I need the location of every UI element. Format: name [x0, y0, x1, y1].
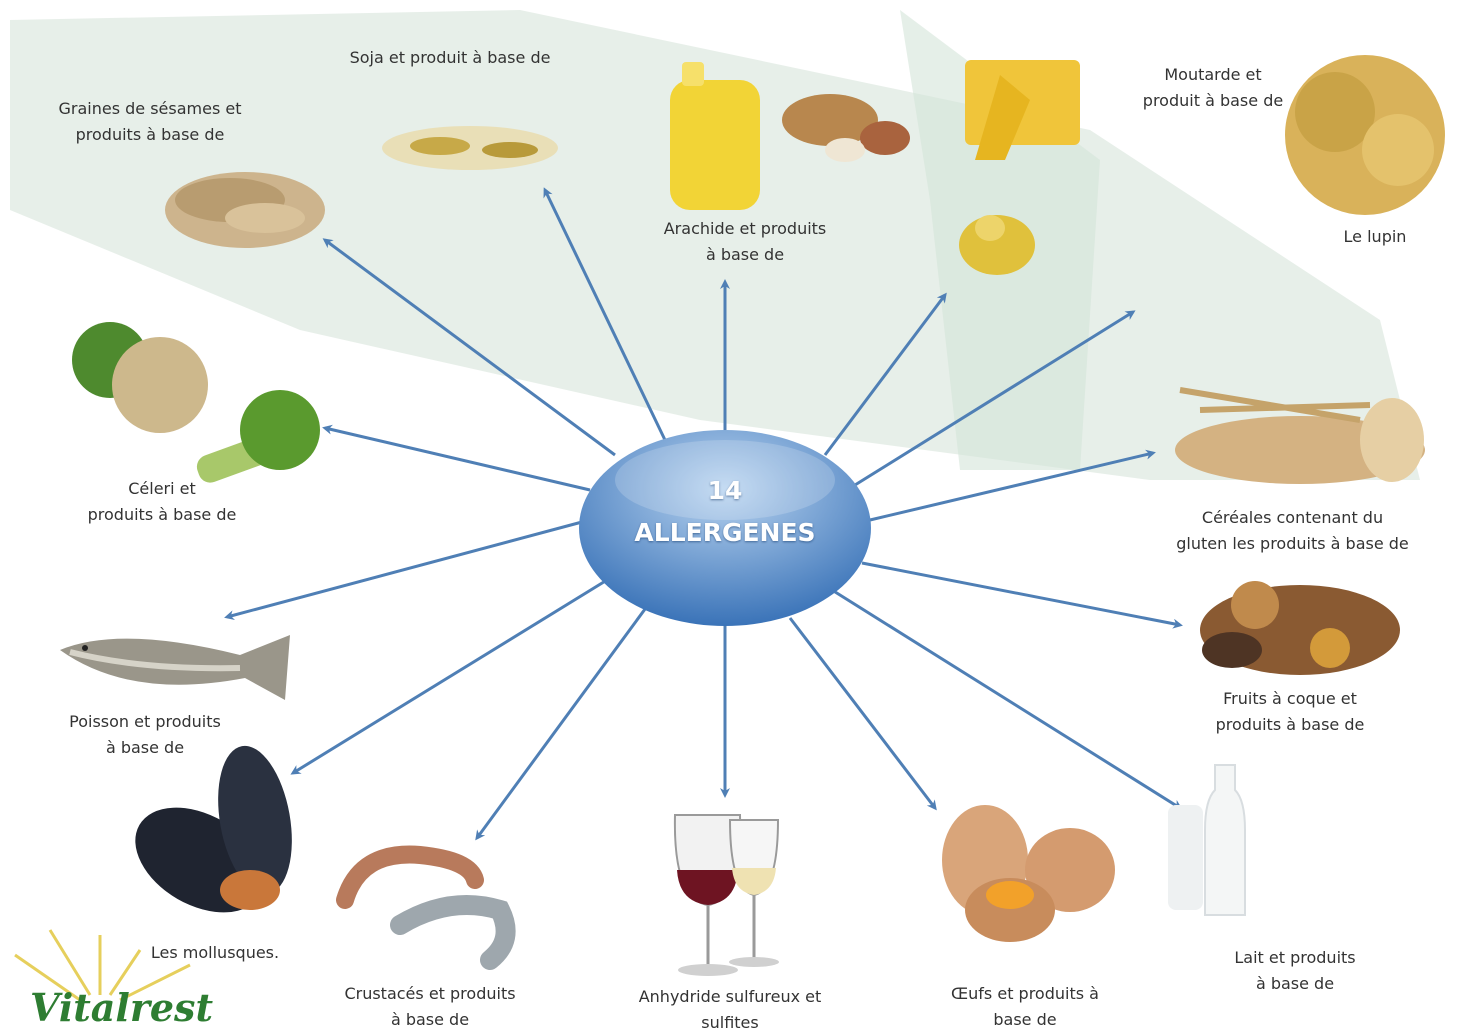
allergen-label-cereales: Céréales contenant du gluten les produit… [1150, 505, 1435, 557]
sesame-seeds-icon [165, 172, 325, 248]
center-word: ALLERGENES [634, 518, 815, 547]
allergen-label-poisson: Poisson et produits à base de [35, 709, 255, 761]
fish-icon [60, 635, 290, 700]
nuts-icon [1200, 581, 1400, 675]
arrow-crustaces [477, 605, 648, 838]
arrow-mollusques [293, 580, 607, 773]
arrow-celeri [325, 428, 590, 490]
shrimp-icon [345, 855, 506, 960]
allergen-label-crustaces: Crustacés et produits à base de [315, 981, 545, 1033]
center-title: 14 ALLERGENES [580, 470, 870, 554]
allergen-label-soja: Soja et produit à base de [320, 45, 580, 71]
wine-glasses-icon [675, 815, 779, 976]
eggs-icon [942, 805, 1115, 942]
allergen-label-celeri: Céleri et produits à base de [62, 476, 262, 528]
allergen-label-sulfites: Anhydride sulfureux et sulfites [600, 984, 860, 1036]
milk-bottle-icon [1168, 765, 1245, 915]
allergen-label-lupin: Le lupin [1320, 224, 1430, 250]
arrow-poisson [227, 522, 582, 617]
arrow-lait [832, 590, 1180, 808]
allergen-label-sesame: Graines de sésames et produits à base de [30, 96, 270, 148]
allergen-label-lait: Lait et produits à base de [1200, 945, 1390, 997]
vitalrest-logo: Vitalrest [30, 985, 213, 1030]
center-count: 14 [708, 476, 743, 505]
lupin-seeds-icon [1285, 55, 1445, 215]
arrow-fruits [862, 563, 1180, 625]
allergen-label-arachide: Arachide et produits à base de [630, 216, 860, 268]
allergen-label-moutarde: Moutarde et produit à base de [1118, 62, 1308, 114]
allergen-label-mollusques: Les mollusques. [130, 940, 300, 966]
soybean-icon [382, 126, 558, 170]
allergen-label-oeufs: Œufs et produits à base de [915, 981, 1135, 1033]
celery-icon [72, 322, 320, 486]
mussels-icon [117, 740, 303, 934]
allergen-label-fruits: Fruits à coque et produits à base de [1180, 686, 1400, 738]
arrow-oeufs [790, 618, 935, 808]
